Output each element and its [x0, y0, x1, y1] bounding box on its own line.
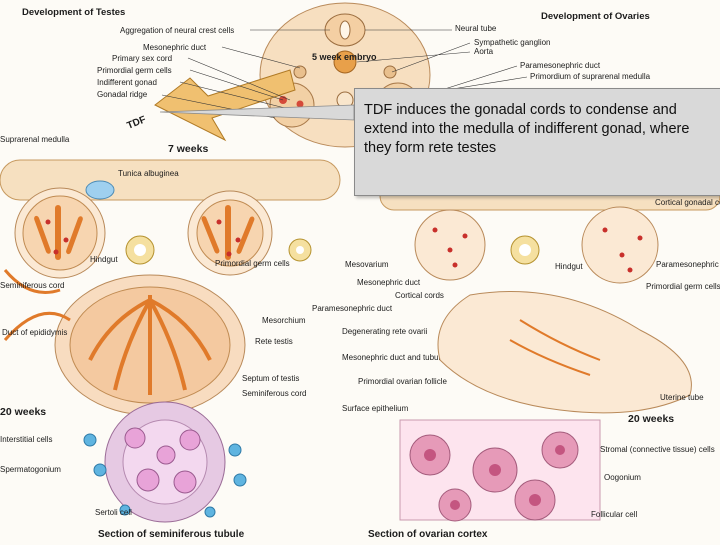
label-hindgut-left: Hindgut: [90, 255, 118, 264]
ovarian-cortex-section: [399, 419, 601, 522]
callout-box: TDF induces the gonadal cords to condens…: [354, 88, 720, 196]
label-aorta: Aorta: [474, 47, 494, 56]
testes-header: Development of Testes: [22, 7, 125, 18]
label-cortical-cords-right: Cortical gonadal cords: [655, 198, 720, 207]
stage-7-weeks: 7 weeks: [168, 143, 208, 155]
label-stromal-cells: Stromal (connective tissue) cells: [600, 445, 715, 454]
callout-text: TDF induces the gonadal cords to condens…: [364, 102, 690, 156]
label-paramesonephric-right: Paramesonephric duct: [656, 260, 720, 269]
top-right-labels: Neural tube Sympathetic ganglion Aorta P…: [356, 24, 651, 101]
label-mesonephric-tubule: Mesonephric duct and tubule: [342, 353, 445, 362]
label-primordial-germ-cells: Primordial germ cells: [97, 66, 172, 75]
label-primary-sex-cord: Primary sex cord: [112, 54, 172, 63]
label-mesonephric-duct: Mesonephric duct: [143, 43, 207, 52]
ovary-20wk: [437, 291, 692, 414]
label-seminiferous-cord: Seminiferous cord: [0, 281, 64, 290]
label-primordial-follicle: Primordial ovarian follicle: [358, 377, 447, 386]
label-neural-crest: Aggregation of neural crest cells: [120, 26, 234, 35]
label-surface-epithelium: Surface epithelium: [342, 404, 409, 413]
label-suprarenal-medulla: Suprarenal medulla: [0, 135, 70, 144]
label-sertoli-cell: Sertoli cell: [95, 508, 132, 517]
label-uterine-tube: Uterine tube: [660, 393, 704, 402]
label-spermatogonium: Spermatogonium: [0, 465, 61, 474]
label-tunica-albuginea: Tunica albuginea: [118, 169, 179, 178]
label-paramesonephric-duct-top: Paramesonephric duct: [520, 61, 601, 70]
label-oogonium: Oogonium: [604, 473, 641, 482]
label-follicular-cell: Follicular cell: [591, 510, 637, 519]
label-interstitial-cells: Interstitial cells: [0, 435, 52, 444]
testis-20wk: [3, 274, 246, 416]
label-sympathetic-ganglion: Sympathetic ganglion: [474, 38, 551, 47]
label-mesovarium: Mesovarium: [345, 260, 389, 269]
stage-20-weeks-right: 20 weeks: [628, 413, 674, 425]
label-mesonephric-duct-center: Mesonephric duct: [357, 278, 421, 287]
label-degenerating-rete: Degenerating rete ovarii: [342, 327, 428, 336]
label-primordium-suprarenal: Primordium of suprarenal medulla: [530, 72, 651, 81]
label-pgc-right: Primordial germ cells: [646, 282, 720, 291]
label-seminiferous-cord-center: Seminiferous cord: [242, 389, 306, 398]
label-mesorchium: Mesorchium: [262, 316, 306, 325]
label-hindgut-right: Hindgut: [555, 262, 583, 271]
left-7wk-structures: [0, 159, 341, 294]
top-left-labels: Aggregation of neural crest cells Mesone…: [97, 26, 330, 119]
label-duct-epididymis: Duct of epididymis: [2, 328, 67, 337]
stage-20-weeks-left: 20 weeks: [0, 406, 46, 418]
label-neural-tube: Neural tube: [455, 24, 497, 33]
title-seminiferous-section: Section of seminiferous tubule: [98, 529, 245, 540]
label-septum-testis: Septum of testis: [242, 374, 299, 383]
seminiferous-tubule-section: [83, 401, 247, 523]
label-paramesonephric-duct-center: Paramesonephric duct: [312, 304, 393, 313]
label-indifferent-gonad: Indifferent gonad: [97, 78, 157, 87]
title-ovarian-section: Section of ovarian cortex: [368, 529, 488, 540]
label-pgc-left: Primordial germ cells: [215, 259, 290, 268]
ovaries-header: Development of Ovaries: [541, 11, 650, 22]
label-rete-testis: Rete testis: [255, 337, 293, 346]
embryo-label: 5 week embryo: [312, 52, 377, 62]
label-cortical-cords: Cortical cords: [395, 291, 444, 300]
label-gonadal-ridge: Gonadal ridge: [97, 90, 148, 99]
